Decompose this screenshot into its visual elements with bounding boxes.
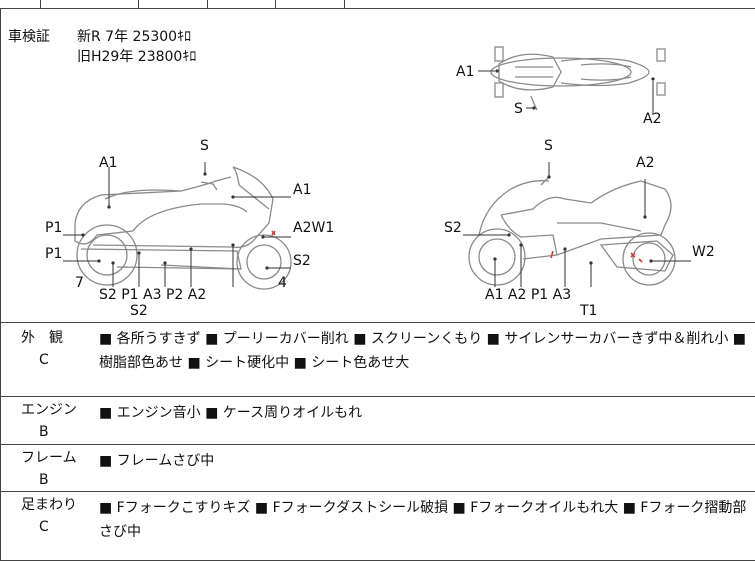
header-cell (275, 0, 345, 8)
condition-details: ■ 各所うすきず ■ プーリーカバー削れ ■ スクリーンくもり ■ サイレンサー… (99, 331, 747, 371)
label-right-s: S (544, 138, 553, 154)
condition-details: ■ エンジン音小 ■ ケース周りオイルもれ (99, 405, 363, 421)
category-grade: C (39, 352, 49, 368)
label-left-7: 7 (75, 275, 84, 291)
header-strip (0, 0, 755, 9)
registration-title: 車検証 (8, 29, 50, 45)
header-cell (0, 0, 41, 8)
label-left-s2: S2 (293, 253, 311, 269)
registration-new-mileage: 新R 7年 25300ｷﾛ (77, 29, 192, 45)
category-grade: B (39, 472, 49, 488)
category-grade: B (39, 424, 49, 440)
label-top-s: S (514, 101, 523, 117)
label-left-a1-right: A1 (293, 182, 312, 198)
condition-category: 外 観 C (1, 327, 85, 371)
condition-category: エンジン B (1, 399, 85, 443)
label-top-a1: A1 (456, 64, 475, 80)
header-cell (138, 0, 208, 8)
label-left-s2-under: S2 (130, 303, 148, 319)
condition-category: 足まわり C (1, 494, 85, 538)
label-left-4: 4 (278, 275, 287, 291)
scooter-diagrams (63, 46, 691, 290)
registration-old-mileage: 旧H29年 23800ｷﾛ (77, 49, 197, 65)
condition-row-exterior: 外 観 C ■ 各所うすきず ■ プーリーカバー削れ ■ スクリーンくもり ■ … (0, 323, 755, 397)
condition-row-suspension: 足まわり C ■ Fフォークこすりキズ ■ Fフォークダストシール破損 ■ Fフ… (0, 492, 755, 561)
condition-category: フレーム B (1, 447, 85, 491)
top-view-scooter (490, 46, 666, 111)
right-side-scooter (468, 176, 676, 286)
category-grade: C (39, 519, 49, 535)
left-side-scooter (74, 166, 292, 290)
label-left-a1-top: A1 (99, 155, 118, 171)
category-name: エンジン (21, 402, 77, 418)
label-right-w2: W2 (692, 244, 715, 260)
label-left-s: S (200, 138, 209, 154)
header-cell (207, 0, 276, 8)
diagram-panel: 車検証 新R 7年 25300ｷﾛ 旧H29年 23800ｷﾛ (0, 9, 755, 323)
category-name: 足まわり (21, 497, 77, 513)
category-name: フレーム (21, 450, 77, 466)
label-left-p1-upper: P1 (45, 220, 63, 236)
label-left-a2w1: A2W1 (293, 220, 335, 236)
label-left-p1-lower: P1 (45, 246, 63, 262)
header-cell (40, 0, 139, 8)
label-top-a2: A2 (643, 111, 662, 127)
condition-row-engine: エンジン B ■ エンジン音小 ■ ケース周りオイルもれ (0, 397, 755, 445)
condition-details: ■ フレームさび中 (99, 453, 215, 469)
category-name: 外 観 (21, 330, 63, 346)
condition-details: ■ Fフォークこすりキズ ■ Fフォークダストシール破損 ■ Fフォークオイルも… (99, 500, 747, 540)
label-right-bottom: A1 A2 P1 A3 (485, 287, 572, 303)
condition-row-frame: フレーム B ■ フレームさび中 (0, 445, 755, 492)
label-right-a2: A2 (636, 155, 655, 171)
label-left-bottom: S2 P1 A3 P2 A2 (99, 287, 207, 303)
label-right-s2: S2 (444, 220, 462, 236)
label-right-t1: T1 (580, 303, 598, 319)
